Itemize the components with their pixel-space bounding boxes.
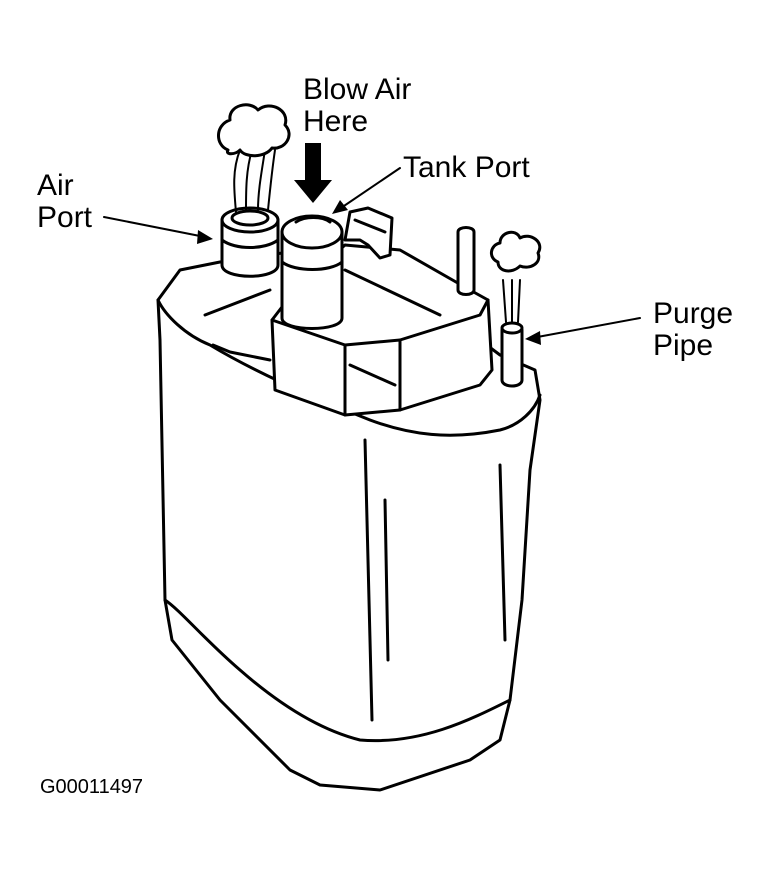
blow-air-label-line2: Here	[303, 105, 369, 138]
air-port-leader	[103, 216, 206, 238]
figure-code: G00011497	[40, 776, 144, 798]
air-port	[220, 206, 280, 278]
leader-lines	[103, 167, 641, 345]
purge-pipe-label-line2: Pipe	[653, 329, 714, 362]
air-port-label-line2: Port	[37, 201, 93, 234]
air-plume	[217, 103, 291, 213]
tank-port-leader	[337, 167, 401, 211]
air-port-label-line1: Air	[37, 169, 74, 202]
purge-pipe-leader	[531, 317, 641, 339]
tank-port-label: Tank Port	[403, 151, 530, 184]
blow-air-arrow	[294, 143, 332, 203]
purge-pipe-label-line1: Purge	[653, 297, 734, 330]
tank-port	[280, 214, 344, 330]
blow-air-label-line1: Blow Air	[303, 73, 412, 106]
purge-pipe	[490, 230, 542, 388]
